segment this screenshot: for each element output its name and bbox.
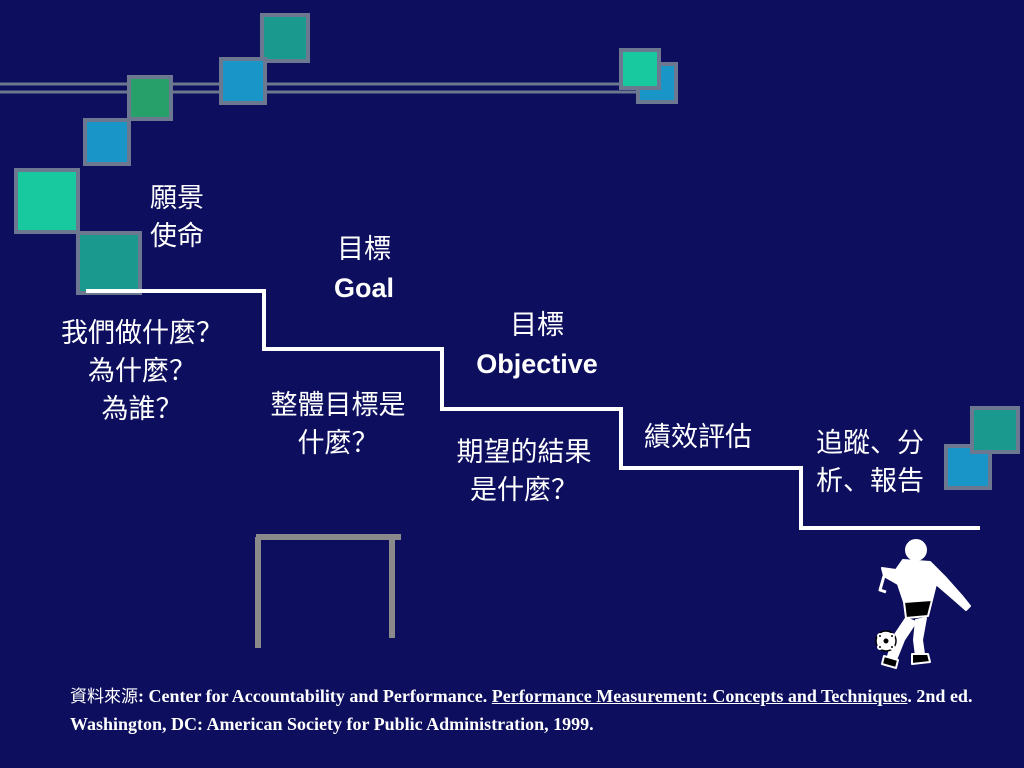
step-evaluation-line-1: 績效評估 bbox=[644, 422, 752, 453]
decorative-square-icon bbox=[127, 75, 173, 121]
source-separator: : bbox=[138, 686, 149, 706]
step-objective-line-2: Objective bbox=[476, 349, 598, 379]
decorative-rule bbox=[0, 82, 668, 94]
question-line-2: 是什麼？ bbox=[470, 475, 578, 506]
source-title-link[interactable]: Performance Measurement: Concepts and Te… bbox=[491, 686, 908, 706]
question-line-1: 我們做什麼？ bbox=[61, 318, 223, 349]
step-tracking-label: 追蹤、分 析、報告 bbox=[816, 425, 924, 501]
question-overall-goal: 整體目標是 什麼？ bbox=[248, 387, 428, 463]
step-goal-line-2: Goal bbox=[333, 273, 394, 303]
step-vision-line-2: 使命 bbox=[150, 221, 204, 252]
staircase-line bbox=[86, 289, 980, 530]
decorative-squares-right bbox=[619, 48, 678, 104]
step-tracking-line-2: 析、報告 bbox=[816, 466, 924, 497]
question-line-1: 整體目標是 bbox=[270, 390, 406, 421]
decorative-squares-bottom bbox=[944, 406, 1020, 490]
question-line-2: 為什麼？ bbox=[88, 356, 196, 387]
goal-post-icon bbox=[255, 534, 401, 648]
decorative-square-icon bbox=[83, 118, 131, 166]
question-line-1: 期望的結果 bbox=[456, 437, 592, 468]
step-goal-line-1: 目標 bbox=[337, 234, 391, 265]
step-tracking-line-1: 追蹤、分 bbox=[816, 428, 924, 459]
step-vision-label: 願景 使命 bbox=[150, 180, 204, 256]
decorative-square-icon bbox=[260, 13, 310, 63]
decorative-square-icon bbox=[14, 168, 80, 234]
question-line-2: 什麼？ bbox=[297, 428, 379, 459]
step-goal-label: 目標 Goal bbox=[322, 231, 406, 307]
decorative-square-icon bbox=[619, 48, 661, 90]
source-authors: Center for Accountability and Performanc… bbox=[148, 686, 492, 706]
step-objective-label: 目標 Objective bbox=[458, 307, 616, 383]
source-prefix: 資料來源 bbox=[70, 687, 138, 707]
step-objective-line-1: 目標 bbox=[510, 310, 564, 341]
step-vision-line-1: 願景 bbox=[150, 183, 204, 214]
soccer-player-icon bbox=[875, 539, 971, 669]
question-line-3: 為誰？ bbox=[101, 394, 183, 425]
step-evaluation-label: 績效評估 bbox=[644, 419, 752, 457]
question-expected-results: 期望的結果 是什麼？ bbox=[432, 434, 616, 510]
decorative-square-icon bbox=[76, 231, 142, 295]
decorative-squares-top bbox=[14, 13, 310, 295]
source-rest: . 2nd ed. Washington, DC: American Socie… bbox=[70, 686, 973, 734]
source-citation: 資料來源: Center for Accountability and Perf… bbox=[70, 683, 985, 738]
question-what-why-who: 我們做什麼？ 為什麼？ 為誰？ bbox=[36, 315, 248, 429]
decorative-square-icon bbox=[970, 406, 1020, 454]
decorative-square-icon bbox=[219, 57, 267, 105]
